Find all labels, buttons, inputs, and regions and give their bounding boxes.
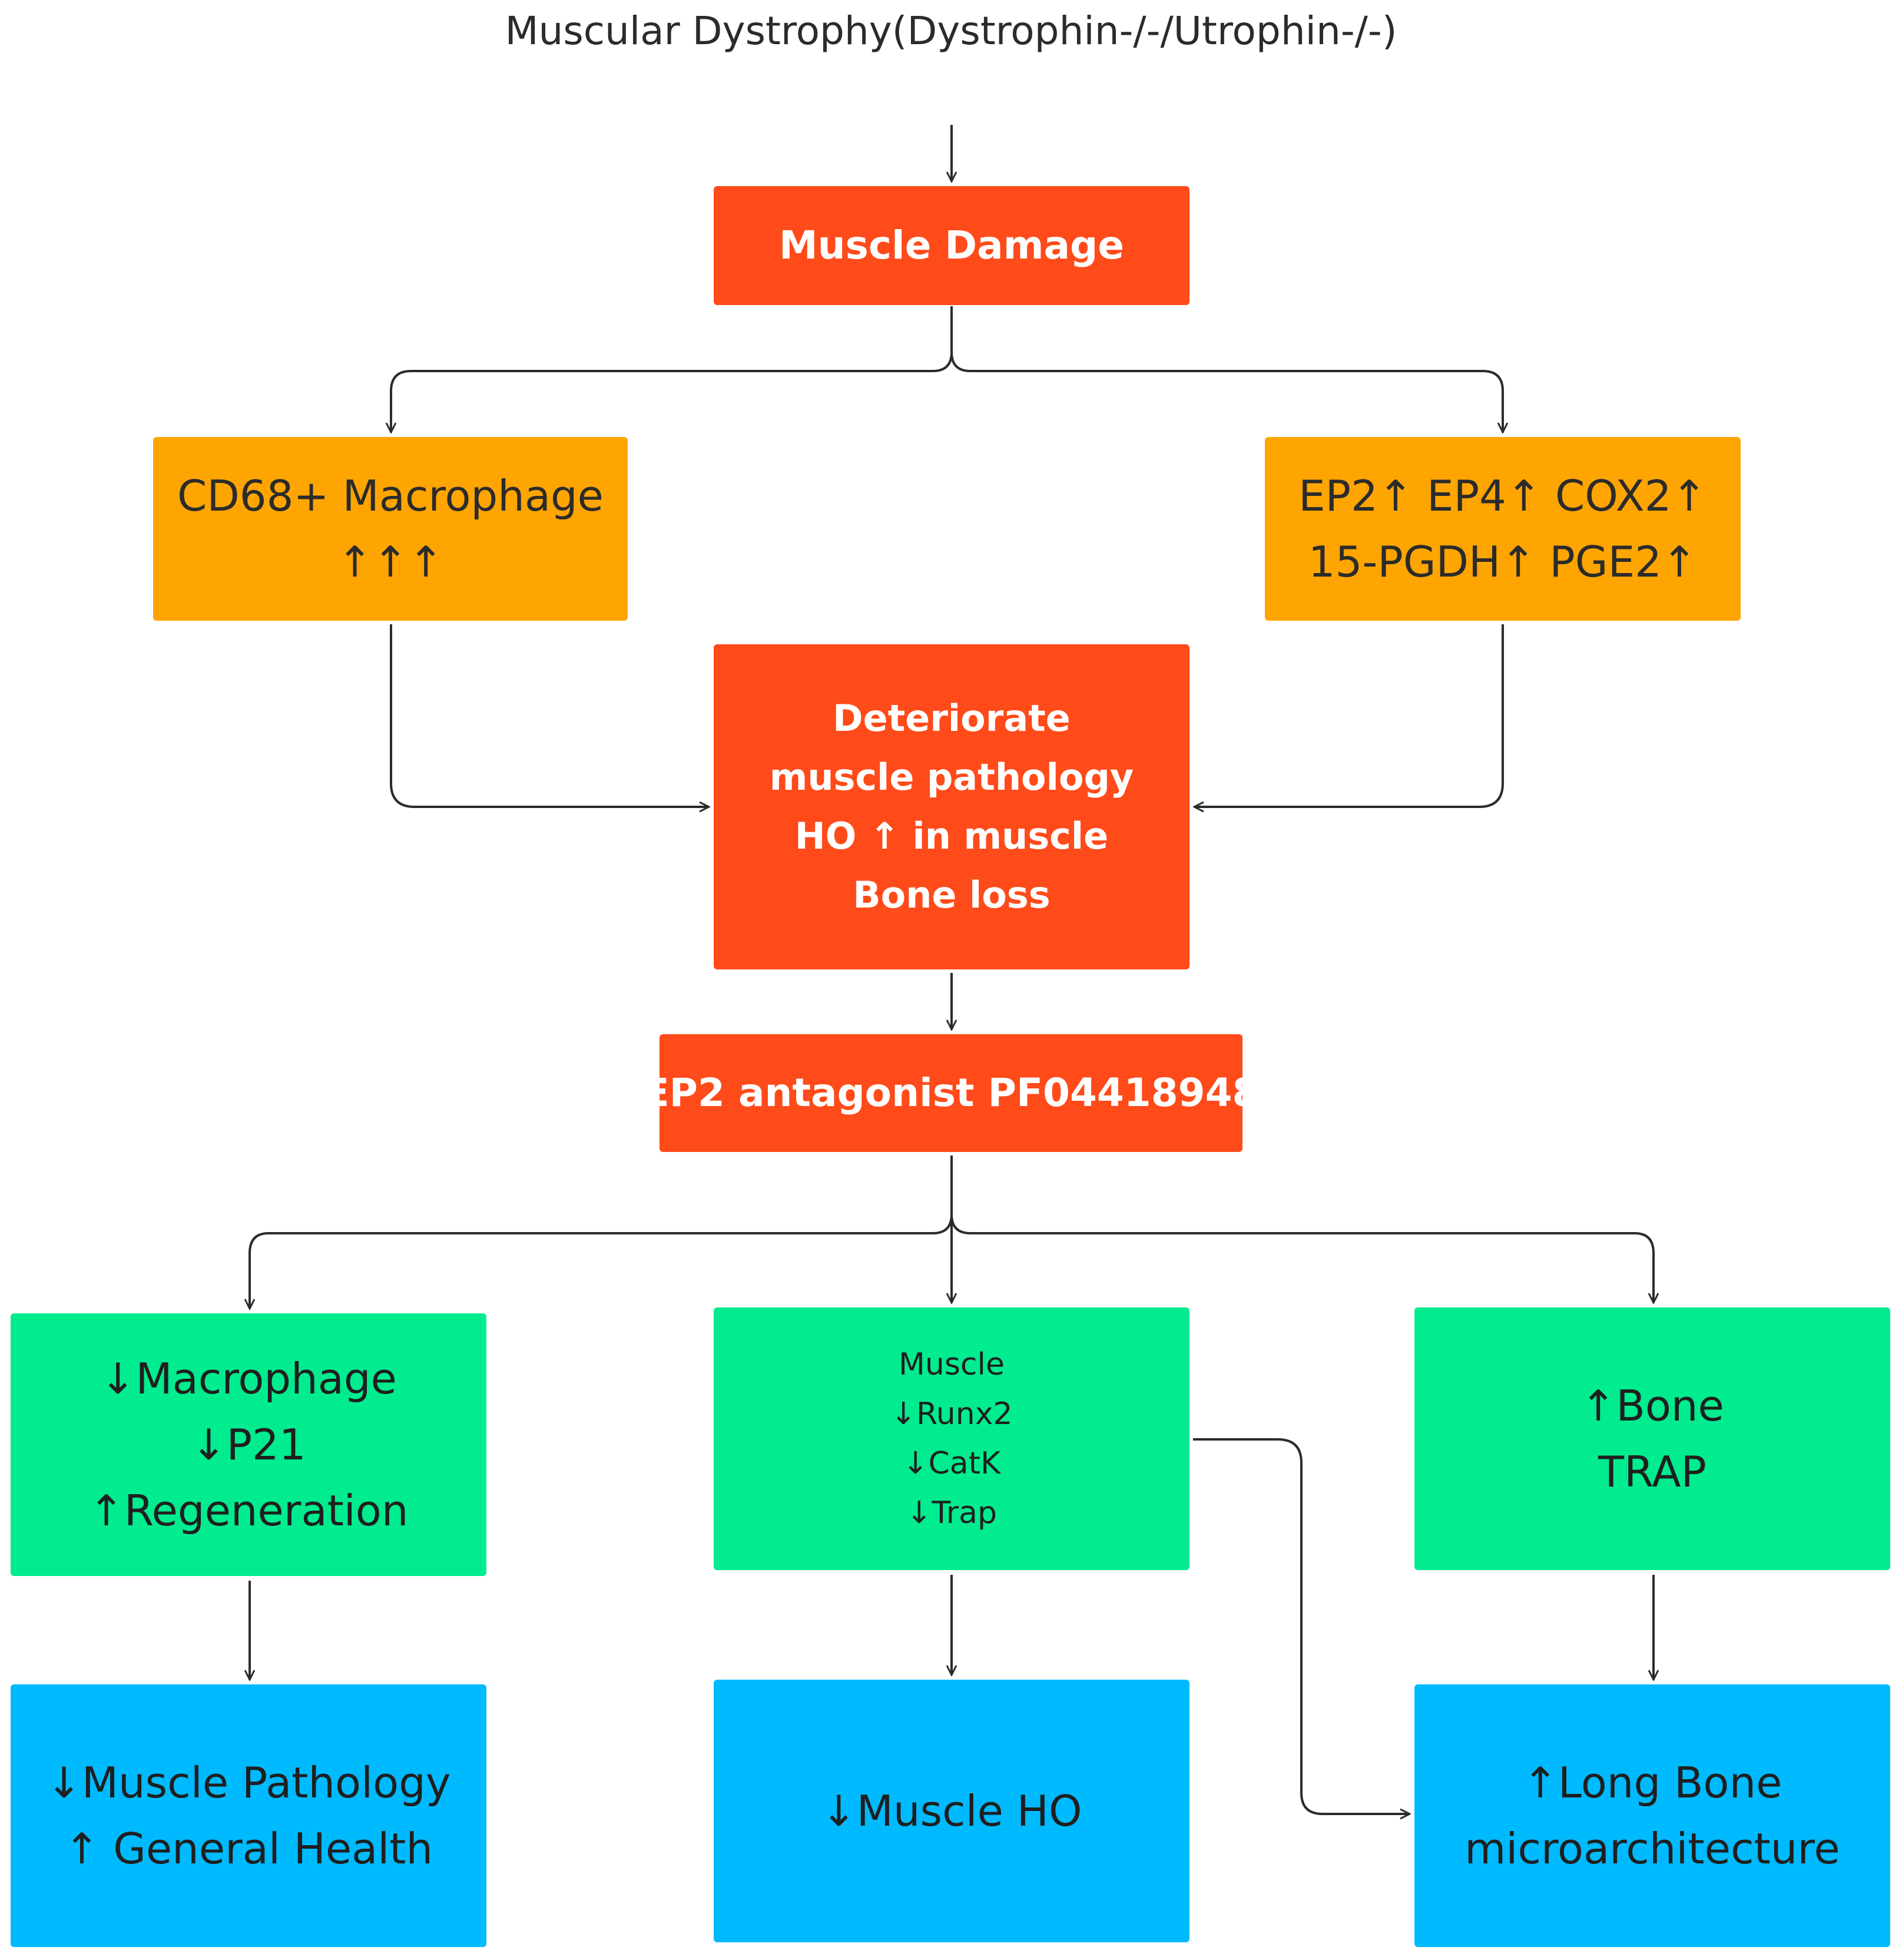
muscle-pathology-health-box: ↓Muscle Pathology ↑ General Health (11, 1684, 486, 1947)
arrow-macrophage-to-deteriorate (390, 624, 709, 807)
node-line: muscle pathology (769, 756, 1134, 799)
node-line: ↓Muscle HO (821, 1786, 1082, 1836)
node-line: EP2↑ EP4↑ COX2↑ (1298, 471, 1707, 521)
arrow-ep-markers-to-deteriorate (1194, 624, 1504, 807)
node-line: ↓Runx2 (890, 1396, 1013, 1432)
node-line: ↑Regeneration (88, 1486, 409, 1535)
arrow-green-mid-to-blue-right (1193, 1438, 1410, 1814)
muscle-ho-box: ↓Muscle HO (714, 1680, 1189, 1942)
arrow-damage-to-ep-markers (950, 352, 1503, 432)
node-line: ↑Long Bone (1522, 1758, 1782, 1807)
node-line: Bone loss (853, 873, 1051, 916)
node-line: 15-PGDH↑ PGE2↑ (1308, 537, 1698, 587)
ep2-antagonist-box: EP2 antagonist PF04418948 (643, 1034, 1259, 1152)
diagram-title: Muscular Dystrophy(Dystrophin-/-/Utrophi… (505, 8, 1397, 54)
deteriorate-pathology-box: Deteriorate muscle pathology HO ↑ in mus… (714, 644, 1189, 969)
node-line: CD68+ Macrophage (177, 471, 604, 521)
node-line: microarchitecture (1464, 1824, 1840, 1873)
macrophage-box: CD68+ Macrophage ↑↑↑ (153, 437, 628, 621)
long-bone-box: ↑Long Bone microarchitecture (1414, 1684, 1890, 1947)
arrow-damage-to-macrophage (391, 306, 953, 432)
arrow-antagonist-to-green-right (950, 1214, 1654, 1303)
ep-markers-box: EP2↑ EP4↑ COX2↑ 15-PGDH↑ PGE2↑ (1265, 437, 1741, 621)
node-line: ↓Muscle Pathology (46, 1758, 451, 1807)
node-line: TRAP (1598, 1447, 1707, 1497)
bone-trap-box: ↑Bone TRAP (1414, 1307, 1890, 1570)
node-line: ↑↑↑ (337, 537, 444, 587)
node-line: HO ↑ in muscle (794, 815, 1109, 858)
node-line: ↑Bone (1580, 1381, 1724, 1431)
node-line: Muscle Damage (778, 223, 1125, 268)
node-line: ↓Trap (906, 1495, 997, 1531)
node-line: ↑ General Health (64, 1824, 433, 1873)
arrow-antagonist-to-green-left (250, 1156, 953, 1309)
muscle-markers-box: Muscle ↓Runx2 ↓CatK ↓Trap (714, 1307, 1189, 1570)
node-line: Deteriorate (833, 697, 1071, 740)
node-line: EP2 antagonist PF04418948 (642, 1070, 1260, 1115)
macrophage-regeneration-box: ↓Macrophage ↓P21 ↑Regeneration (11, 1313, 486, 1576)
muscle-damage-box: Muscle Damage (714, 186, 1189, 305)
node-line: Muscle (899, 1347, 1005, 1382)
node-line: ↓Macrophage (100, 1354, 397, 1403)
node-line: ↓CatK (902, 1446, 1001, 1481)
node-line: ↓P21 (191, 1420, 306, 1469)
